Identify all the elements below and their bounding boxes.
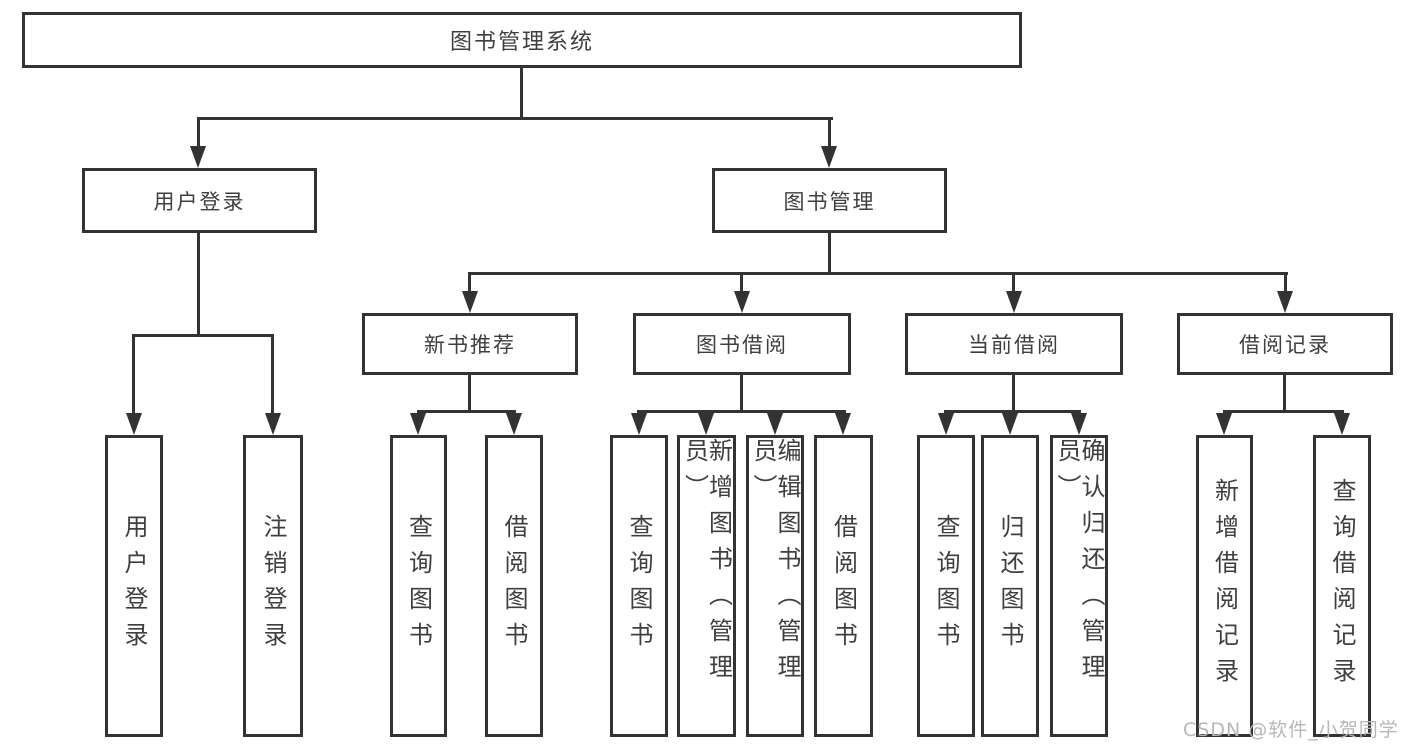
node-borrow-records: 借阅记录 bbox=[1177, 313, 1393, 375]
leaf-add-borrow-record-label: 新增借阅记录 bbox=[1210, 478, 1239, 694]
arrow-down-query-books-1 bbox=[410, 413, 426, 435]
node-book-management: 图书管理 bbox=[712, 168, 947, 233]
connector-currentborrow-horizontal bbox=[944, 410, 1081, 413]
connector-newbook-horizontal bbox=[417, 410, 516, 413]
leaf-logout-label: 注销登录 bbox=[259, 514, 287, 658]
connector-currentborrow-stem bbox=[1012, 375, 1015, 413]
leaf-query-books-2: 查询图书 bbox=[610, 435, 668, 737]
leaf-confirm-return-admin-label: 确认归还（管理员） bbox=[1053, 438, 1105, 690]
leaf-borrow-books-1: 借阅图书 bbox=[485, 435, 543, 737]
connector-bookborrow-stem bbox=[740, 375, 743, 413]
connector-newbook-stem bbox=[468, 375, 471, 413]
leaf-confirm-return-admin: 确认归还（管理员） bbox=[1050, 435, 1108, 737]
connector-stem-new-book bbox=[468, 275, 471, 291]
connector-stem-user-login bbox=[197, 120, 200, 148]
leaf-query-books-3-label: 查询图书 bbox=[932, 514, 960, 658]
connector-stem-borrow-records bbox=[1284, 275, 1287, 291]
node-current-borrow: 当前借阅 bbox=[905, 313, 1123, 375]
arrow-down-leaf-logout bbox=[265, 413, 281, 435]
arrow-down-book-mgmt bbox=[821, 146, 837, 168]
arrow-down-borrow-records bbox=[1277, 291, 1293, 313]
arrow-down-edit-book bbox=[767, 413, 783, 435]
arrow-down-book-borrow bbox=[734, 291, 750, 313]
leaf-borrow-books-1-label: 借阅图书 bbox=[500, 514, 528, 658]
leaf-edit-book-admin: 编辑图书（管理员） bbox=[746, 435, 804, 737]
leaf-query-books-1-label: 查询图书 bbox=[404, 514, 433, 658]
connector-borrowrecords-horizontal bbox=[1223, 410, 1344, 413]
arrow-down-user-login bbox=[190, 146, 206, 168]
arrow-down-leaf-login bbox=[126, 413, 142, 435]
leaf-query-borrow-record: 查询借阅记录 bbox=[1313, 435, 1371, 737]
connector-userlogin-horizontal bbox=[132, 334, 274, 337]
leaf-query-borrow-record-label: 查询借阅记录 bbox=[1328, 478, 1356, 694]
node-user-login-label: 用户登录 bbox=[153, 189, 246, 214]
connector-stem-current-borrow bbox=[1012, 275, 1015, 291]
node-new-book-recommend-label: 新书推荐 bbox=[424, 333, 516, 357]
csdn-watermark: CSDN @软件_小贺同学 bbox=[1183, 719, 1399, 741]
node-user-login: 用户登录 bbox=[82, 168, 317, 233]
arrow-down-query-borrow-record bbox=[1334, 413, 1350, 435]
connector-bookborrow-horizontal bbox=[637, 410, 846, 413]
leaf-query-books-3: 查询图书 bbox=[917, 435, 975, 737]
connector-borrowrecords-stem bbox=[1283, 375, 1286, 413]
arrow-down-borrow-books-1 bbox=[506, 413, 522, 435]
node-current-borrow-label: 当前借阅 bbox=[968, 333, 1060, 357]
arrow-down-current-borrow bbox=[1006, 291, 1022, 313]
arrow-down-add-borrow-record bbox=[1216, 413, 1232, 435]
leaf-query-books-1: 查询图书 bbox=[390, 435, 447, 737]
leaf-borrow-books-2-label: 借阅图书 bbox=[829, 514, 858, 658]
leaf-edit-book-admin-label: 编辑图书（管理员） bbox=[749, 438, 801, 690]
node-book-management-label: 图书管理 bbox=[783, 189, 876, 214]
connector-bookmgmt-stem bbox=[828, 233, 831, 275]
leaf-logout: 注销登录 bbox=[243, 435, 303, 737]
leaf-add-book-admin: 新增图书（管理员） bbox=[677, 435, 736, 737]
connector-stem-leaf-login bbox=[132, 337, 135, 415]
leaf-return-book-label: 归还图书 bbox=[996, 514, 1024, 658]
arrow-down-new-book bbox=[462, 291, 478, 313]
leaf-user-login-label: 用户登录 bbox=[120, 514, 148, 658]
connector-stem-book-mgmt bbox=[828, 120, 831, 148]
arrow-down-confirm-return bbox=[1071, 413, 1087, 435]
connector-bookmgmt-horizontal bbox=[468, 272, 1288, 275]
connector-root-horizontal bbox=[197, 117, 833, 120]
leaf-user-login: 用户登录 bbox=[105, 435, 163, 737]
node-root-system: 图书管理系统 bbox=[22, 12, 1022, 68]
arrow-down-query-books-2 bbox=[631, 413, 647, 435]
connector-stem-leaf-logout bbox=[271, 337, 274, 415]
leaf-borrow-books-2: 借阅图书 bbox=[814, 435, 873, 737]
arrow-down-query-books-3 bbox=[938, 413, 954, 435]
node-borrow-records-label: 借阅记录 bbox=[1239, 333, 1331, 357]
node-book-borrow: 图书借阅 bbox=[633, 313, 851, 375]
leaf-return-book: 归还图书 bbox=[981, 435, 1039, 737]
connector-stem-book-borrow bbox=[740, 275, 743, 291]
arrow-down-borrow-books-2 bbox=[835, 413, 851, 435]
node-new-book-recommend: 新书推荐 bbox=[362, 313, 578, 375]
node-root-label: 图书管理系统 bbox=[449, 30, 594, 55]
leaf-query-books-2-label: 查询图书 bbox=[625, 514, 653, 658]
arrow-down-add-book bbox=[698, 413, 714, 435]
arrow-down-return-book bbox=[1002, 413, 1018, 435]
node-book-borrow-label: 图书借阅 bbox=[696, 333, 788, 357]
leaf-add-book-admin-label: 新增图书（管理员） bbox=[680, 438, 733, 690]
leaf-add-borrow-record: 新增借阅记录 bbox=[1196, 435, 1253, 737]
connector-root-stem bbox=[520, 68, 523, 120]
connector-userlogin-stem bbox=[197, 233, 200, 337]
